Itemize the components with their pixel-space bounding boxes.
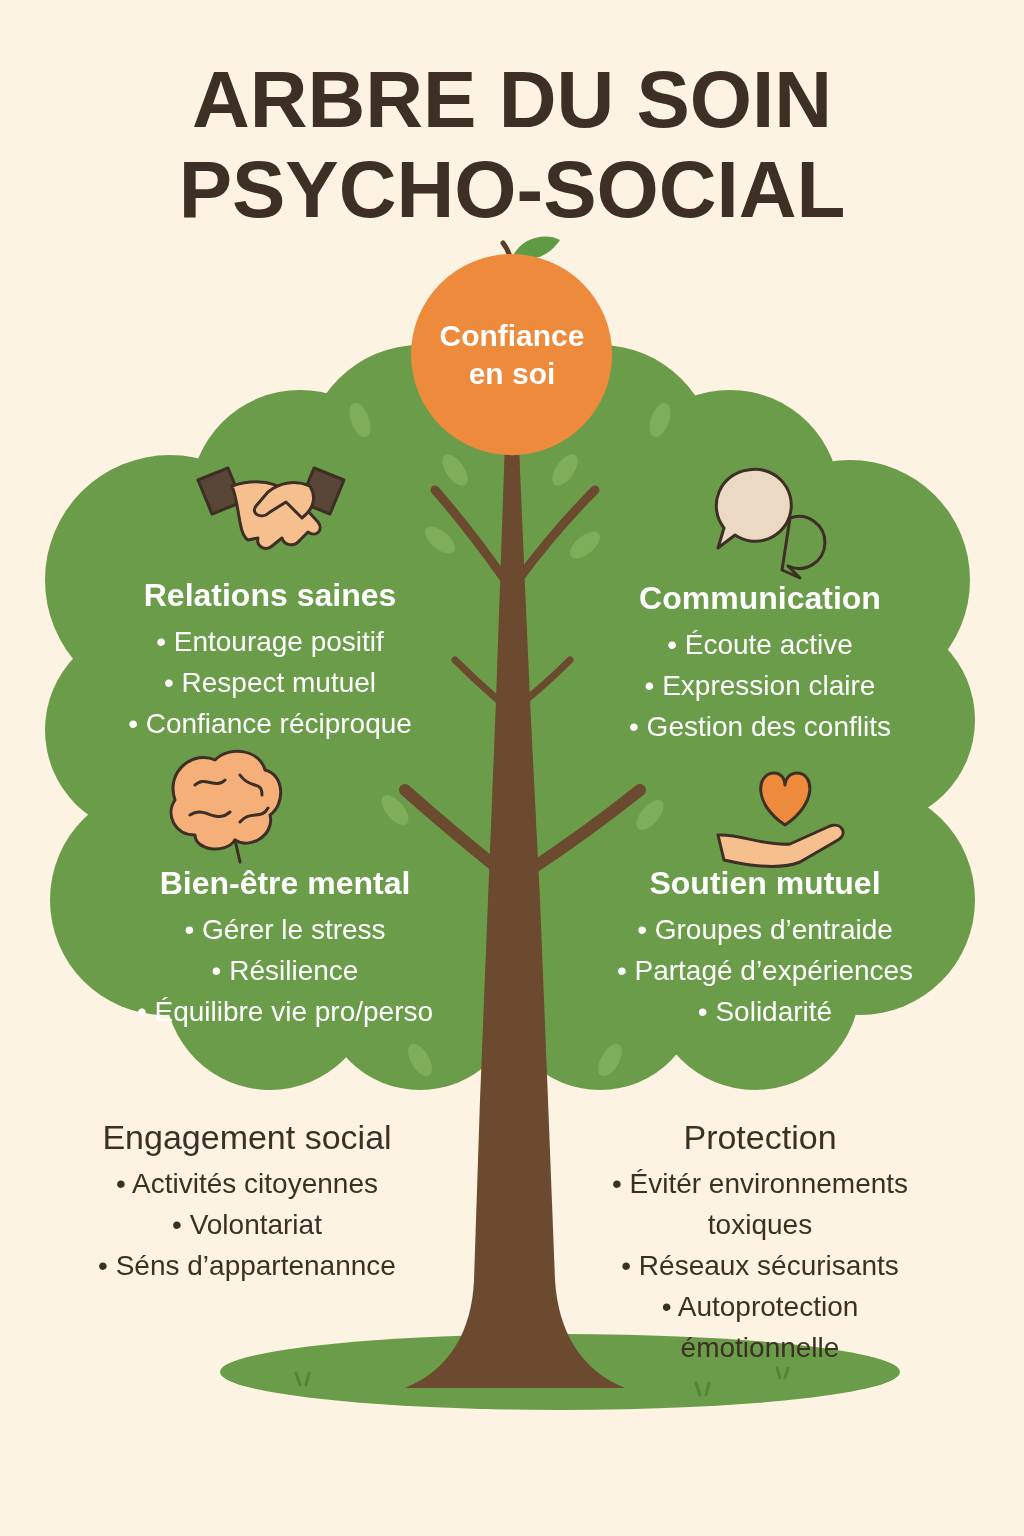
bullet-item: • Respect mutuel [70,662,470,703]
label-group: Bien-être mental • Gérer le stress• Résil… [75,863,495,1032]
bullet-item: • Gérer le stress [75,909,495,950]
section-heading: Bien-être mental [75,863,495,903]
section-heading: Protection [590,1117,930,1157]
leaf [437,450,472,490]
bullet-item: • Confiance réciproque [70,703,470,744]
speech-bubble [782,516,825,578]
bullet-item: • Expression claire [560,665,960,706]
fruit-shape [411,254,612,455]
label-group: Communication • Écoute active• Expression… [560,578,960,747]
bullet-item: • Entourage positif [70,621,470,662]
brain-folds [190,775,268,822]
bullet-item: • Groupes d’entraide [565,909,965,950]
bullet-item: • Partagé d’expériences [565,950,965,991]
section-heading: Communication [560,578,960,618]
branches [405,490,640,870]
bullet-item: • Écoute active [560,624,960,665]
leaf [565,527,604,564]
bullet-item: • Réseaux sécurisants [590,1245,930,1286]
brain [171,751,281,849]
bullet-item: • Solidarité [565,991,965,1032]
node-text-holder: Confiance en soi [432,317,592,393]
bullet-item: • Résilience [75,950,495,991]
grass-tuft [696,1383,709,1395]
branch [405,790,500,870]
branch [526,660,570,700]
brain-stem [235,840,240,862]
brain-icon [171,751,281,862]
bullet-item: • Évitér environnements toxiques [590,1163,930,1245]
leaf [403,1040,437,1080]
trunk [405,440,625,1388]
label-group: Relations saines • Entourage positif• Res… [70,575,470,744]
node-label: Confiance en soi [432,317,592,393]
title: ARBRE DU SOIN PSYCHO-SOCIAL [62,55,962,235]
leaf [420,522,459,559]
bullet-item: • Activités citoyennes [57,1163,437,1204]
section-heading: Relations saines [70,575,470,615]
hand [718,825,843,866]
label-group: Soutien mutuel • Groupes d’entraide• Part… [565,863,965,1032]
fruit-outline [411,254,612,455]
fruit-circle: Confiance en soi [411,254,612,455]
leaf [547,450,582,490]
handshake-icon [198,468,344,548]
bullet-item: • Séns d’appartenannce [57,1245,437,1286]
trunk-body [405,440,625,1388]
leaf [632,795,669,834]
bullet-item: • Volontariat [57,1204,437,1245]
heart [761,773,810,825]
speech-icon [716,469,825,578]
section-heading: Engagement social [57,1117,437,1157]
leaf [345,400,374,440]
branch [455,660,498,700]
leaf [593,1040,627,1080]
branch [435,490,505,580]
branch [518,490,595,580]
heart-hand-icon [718,773,843,866]
section-heading: Soutien mutuel [565,863,965,903]
branch [530,790,640,870]
bullet-item: • Équilibre vie pro/perso [75,991,495,1032]
bullet-item: • Gestion des conflits [560,706,960,747]
bullet-item: • Autoprotection émotionnelle [590,1286,930,1368]
grass-tuft [296,1373,309,1385]
grass-tuft [777,1368,788,1378]
leaf [645,400,674,440]
hand [232,482,320,549]
hand [254,483,313,518]
speech-bubble [716,469,791,548]
label-group: Engagement social• Activités citoyennes•… [57,1117,437,1286]
label-group: Protection • Évitér environnements toxiqu… [590,1117,930,1368]
